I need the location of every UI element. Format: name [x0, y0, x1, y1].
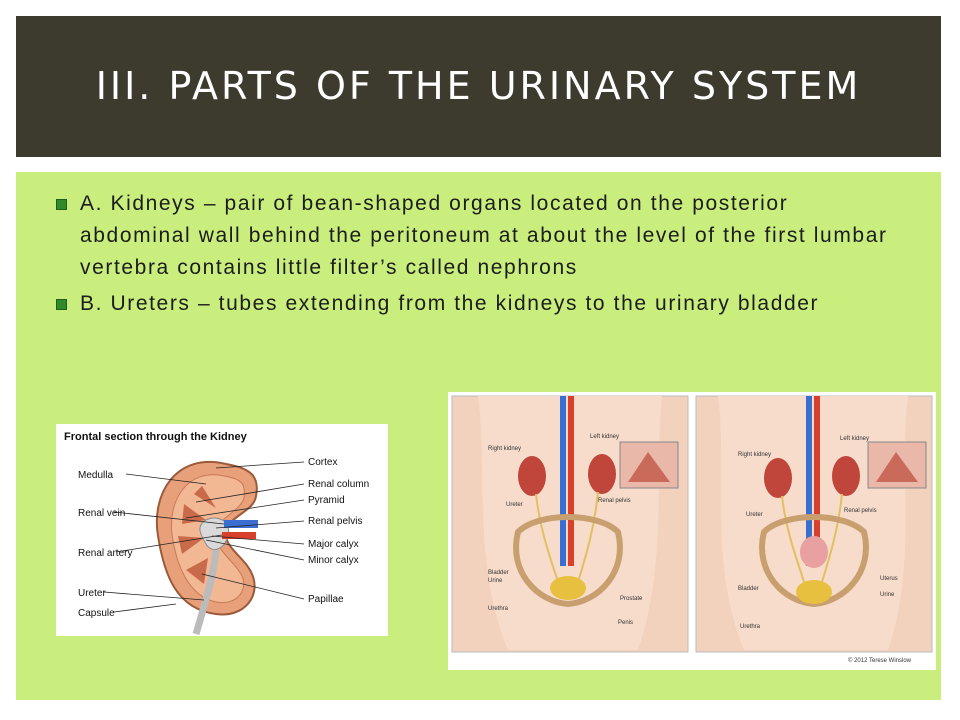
title-bar: III. PARTS OF THE URINARY SYSTEM — [16, 16, 941, 157]
label-cortex: Cortex — [308, 457, 337, 468]
female-label-urine: Urine — [880, 592, 895, 598]
kidney-section-image: Frontal section through the Kidney — [64, 431, 369, 635]
label-ureter: Ureter — [78, 588, 106, 599]
bullet-item-kidneys: A. Kidneys – pair of bean-shaped organs … — [56, 188, 896, 284]
torso-illustration-image: Right kidney Left kidney Ureter Renal pe… — [451, 395, 933, 664]
bullet-item-ureters: B. Ureters – tubes extending from the ki… — [56, 288, 896, 320]
kidney-diagram: Frontal section through the Kidney — [56, 424, 388, 636]
female-label-left-kidney: Left kidney — [840, 436, 869, 442]
label-renal-pelvis: Renal pelvis — [308, 516, 362, 527]
male-label-ureter: Ureter — [506, 502, 523, 508]
male-label-urethra: Urethra — [488, 606, 509, 612]
male-label-right-kidney: Right kidney — [488, 446, 521, 452]
female-label-urethra: Urethra — [740, 624, 761, 630]
copyright-note: © 2012 Terese Winslow — [848, 657, 912, 664]
slide-title: III. PARTS OF THE URINARY SYSTEM — [95, 64, 862, 108]
male-label-penis: Penis — [618, 620, 633, 626]
bullet-list: A. Kidneys – pair of bean-shaped organs … — [56, 188, 896, 324]
male-label-left-kidney: Left kidney — [590, 434, 619, 440]
female-label-right-kidney: Right kidney — [738, 452, 771, 458]
label-renal-vein: Renal vein — [78, 508, 125, 519]
urinary-system-illustration: Right kidney Left kidney Ureter Renal pe… — [448, 392, 936, 670]
label-renal-artery: Renal artery — [78, 548, 132, 559]
male-label-urine: Urine — [488, 578, 503, 584]
female-label-ureter: Ureter — [746, 512, 763, 518]
label-medulla: Medulla — [78, 470, 113, 481]
square-bullet-icon — [56, 299, 67, 310]
male-label-prostate: Prostate — [620, 596, 643, 602]
bullet-text: A. Kidneys – pair of bean-shaped organs … — [80, 192, 888, 279]
label-minor-calyx: Minor calyx — [308, 555, 359, 566]
female-label-renal-pelvis: Renal pelvis — [844, 508, 877, 514]
label-renal-column: Renal column — [308, 479, 369, 490]
label-papillae: Papillae — [308, 594, 344, 605]
bullet-text: B. Ureters – tubes extending from the ki… — [80, 292, 820, 315]
male-label-bladder: Bladder — [488, 570, 509, 576]
label-major-calyx: Major calyx — [308, 539, 359, 550]
female-label-bladder: Bladder — [738, 586, 759, 592]
kidney-diagram-title: Frontal section through the Kidney — [64, 431, 248, 443]
female-label-uterus: Uterus — [880, 576, 898, 582]
label-pyramid: Pyramid — [308, 495, 345, 506]
square-bullet-icon — [56, 199, 67, 210]
label-capsule: Capsule — [78, 608, 115, 619]
male-label-renal-pelvis: Renal pelvis — [598, 498, 631, 504]
